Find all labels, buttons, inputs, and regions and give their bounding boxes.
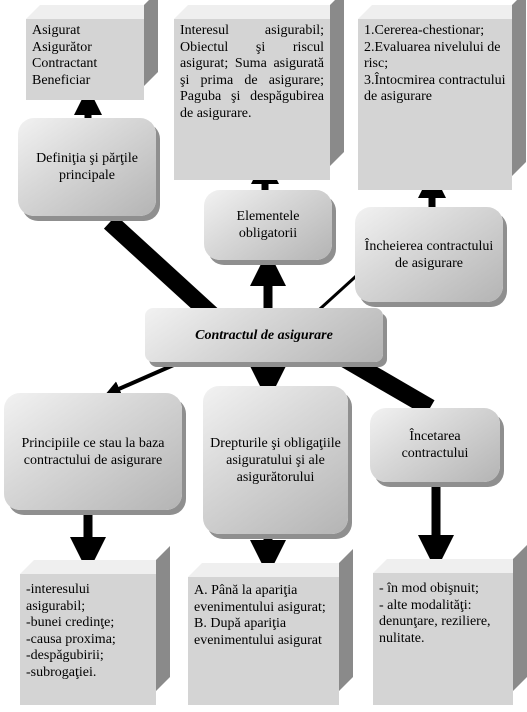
parties-item: Asigurat xyxy=(32,23,81,38)
definition-label: Definiţia şi părţile principale xyxy=(36,151,138,183)
principles-item: -subrogaţiei. xyxy=(26,664,97,680)
termination-item: - alte modalităţi: denunţare, reziliere,… xyxy=(379,597,491,646)
termination-item: - în mod obişnuit; xyxy=(379,581,479,596)
principles-item: -bunei credinţe; xyxy=(26,615,115,630)
rights-item: B. După apariţia evenimentului asigurat xyxy=(194,616,322,648)
termination-list: - în mod obişnuit; - alte modalităţi: de… xyxy=(373,573,513,705)
steps-list-box: 1.Cererea-chestionar; 2.Evaluarea nivelu… xyxy=(358,0,526,190)
principles-item: -interesului asigurabil; xyxy=(26,582,90,614)
rights-list: A. Până la apariţia evenimentului asigur… xyxy=(188,577,339,705)
principles-list: -interesului asigurabil; -bunei credinţe… xyxy=(20,574,156,705)
steps-list: 1.Cererea-chestionar; 2.Evaluarea nivelu… xyxy=(358,19,512,190)
parties-list: Asigurat Asigurător Contractant Benefici… xyxy=(26,19,144,100)
rights-node: Drepturile şi obligaţiile asiguratului ş… xyxy=(203,386,348,534)
steps-item: 3.Întocmirea contractului de asigurare xyxy=(364,72,506,105)
steps-item: 1.Cererea-chestionar; xyxy=(364,23,485,38)
principles-list-box: -interesului asigurabil; -bunei credinţe… xyxy=(20,546,170,705)
rights-label: Drepturile şi obligaţiile asiguratului ş… xyxy=(210,435,341,485)
mandatory-node: Elementele obligatorii xyxy=(204,190,332,260)
parties-list-box: Asigurat Asigurător Contractant Benefici… xyxy=(26,0,158,100)
elements-list-text: Interesul asigurabil; Obiectul şi riscul… xyxy=(180,23,324,121)
conclusion-label: Încheierea contractului de asigurare xyxy=(364,238,494,271)
principles-item: -despăgubirii; xyxy=(26,648,104,663)
termination-node: Încetarea contractului xyxy=(370,408,500,482)
rights-list-box: A. Până la apariţia evenimentului asigur… xyxy=(188,549,353,705)
arrow-center-to-principles xyxy=(104,358,186,397)
rights-item: A. Până la apariţia evenimentului asigur… xyxy=(194,583,326,615)
principles-label: Principiile ce stau la baza contractului… xyxy=(21,435,165,468)
center-node: Contractul de asigurare xyxy=(145,308,383,362)
conclusion-node: Încheierea contractului de asigurare xyxy=(355,207,503,302)
termination-list-box: - în mod obişnuit; - alte modalităţi: de… xyxy=(373,545,527,705)
mandatory-label: Elementele obligatorii xyxy=(236,209,300,241)
center-title: Contractul de asigurare xyxy=(195,327,333,343)
termination-label: Încetarea contractului xyxy=(401,429,469,461)
parties-item: Beneficiar xyxy=(32,72,91,88)
parties-item: Contractant xyxy=(32,56,98,71)
parties-item: Asigurător xyxy=(32,39,92,55)
definition-node: Definiţia şi părţile principale xyxy=(18,118,156,216)
principles-node: Principiile ce stau la baza contractului… xyxy=(4,393,182,510)
elements-list-box: Interesul asigurabil; Obiectul şi riscul… xyxy=(174,0,344,180)
arrow-center-to-definition xyxy=(103,215,222,325)
principles-item: -causa proxima; xyxy=(26,631,116,647)
steps-item: 2.Evaluarea nivelului de risc; xyxy=(364,39,501,72)
